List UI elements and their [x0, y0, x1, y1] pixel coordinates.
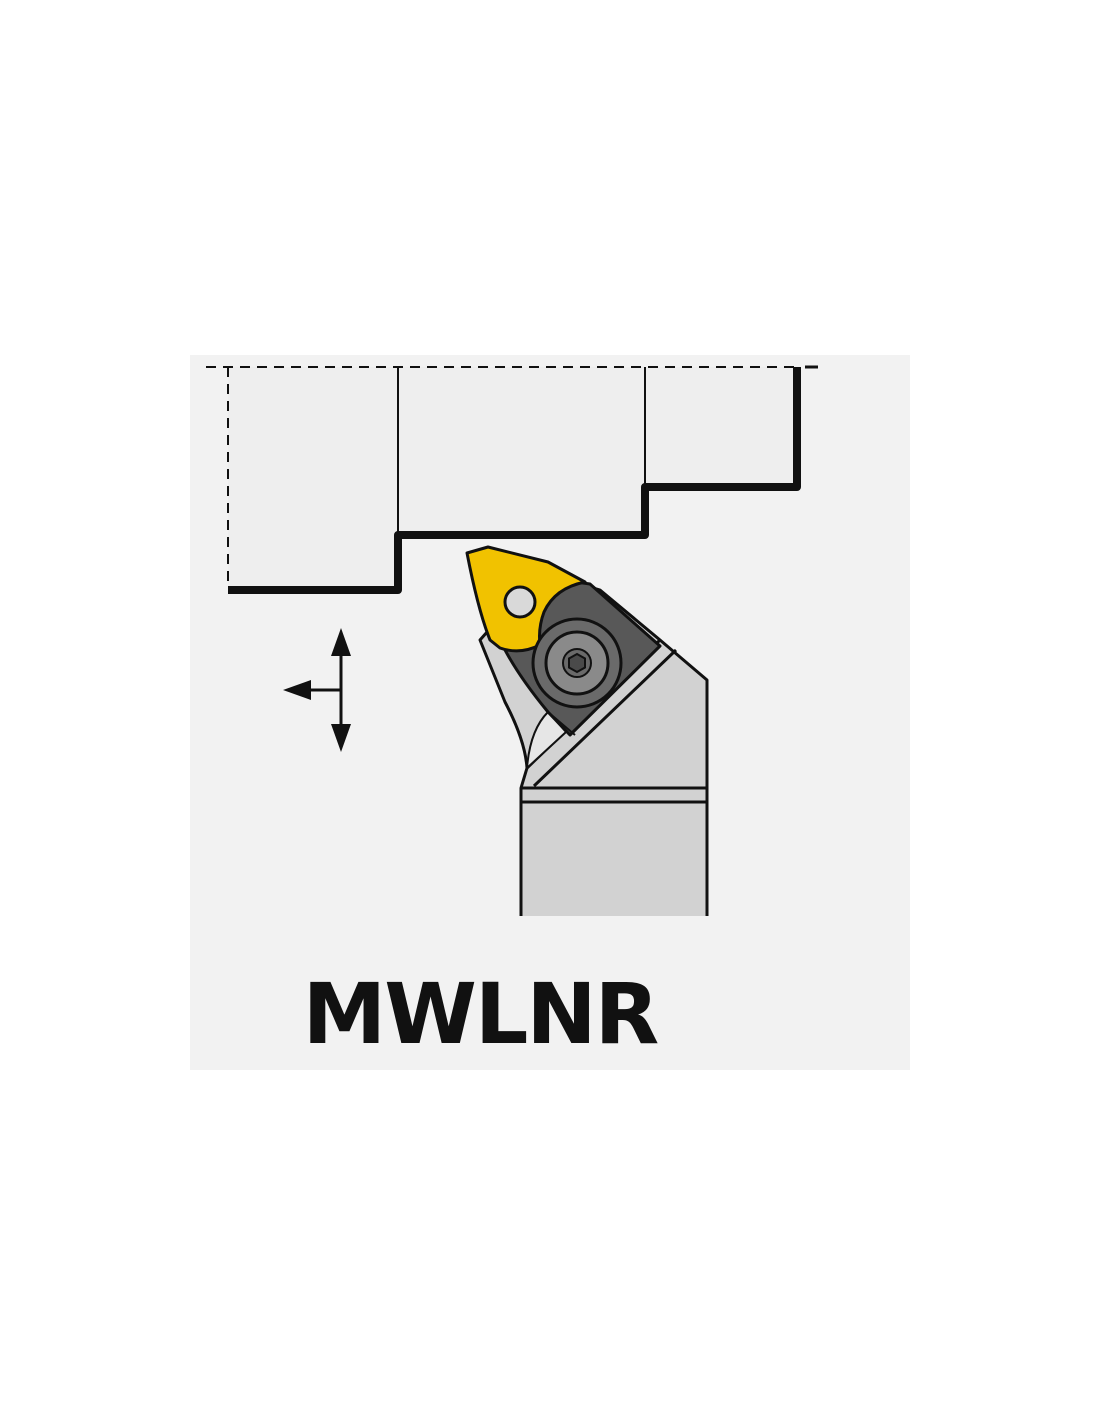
tool-code-label: MWLNR [302, 965, 660, 1063]
insert-center-hole [503, 585, 537, 619]
clamp-inner-edge [547, 711, 576, 736]
holder-diagonal-line-2 [532, 648, 678, 788]
feed-arrow-left-head [283, 680, 311, 700]
clamp-screw-hex-socket [568, 652, 586, 674]
feed-direction-arrows-icon [283, 628, 351, 752]
workpiece [206, 365, 818, 594]
feed-arrow-up-head [331, 628, 351, 656]
machined-profile-line [228, 367, 801, 594]
clamp-screw-icon [531, 617, 623, 709]
workpiece-body [228, 367, 797, 590]
holder-shank [521, 788, 707, 916]
feed-arrow-down-head [331, 724, 351, 752]
